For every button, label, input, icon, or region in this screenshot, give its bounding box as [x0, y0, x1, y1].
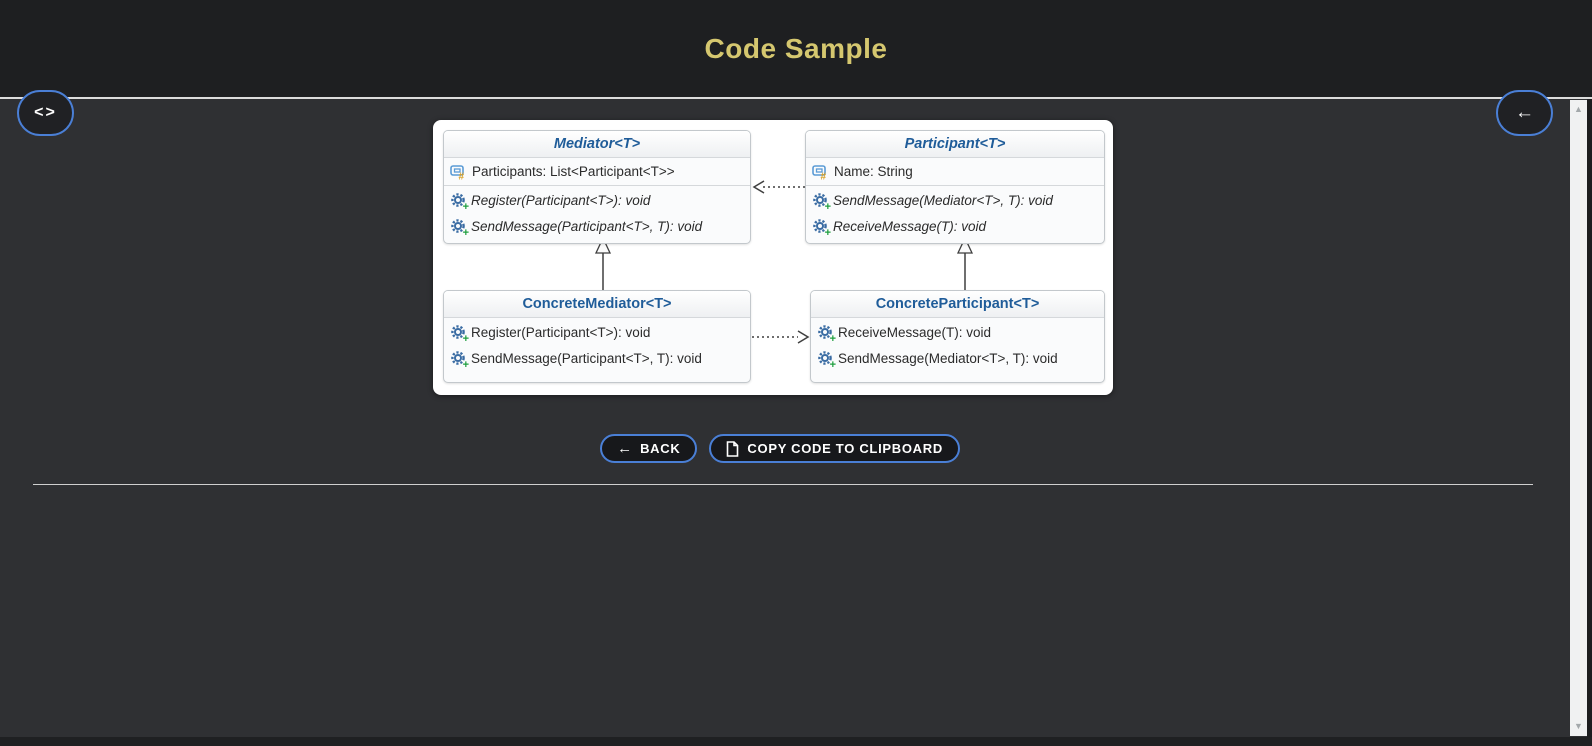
method-icon: + — [450, 218, 469, 239]
class-box-concrete-mediator: ConcreteMediator<T> + Register(Participa… — [443, 290, 751, 383]
arrow-left-icon: ← — [617, 440, 633, 457]
method-text: SendMessage(Mediator<T>, T): void — [833, 192, 1053, 208]
plus-badge-icon: + — [462, 201, 469, 213]
class-name: ConcreteParticipant<T> — [811, 291, 1104, 318]
property-icon: # — [450, 164, 465, 180]
property-row: # Name: String — [806, 158, 1104, 185]
property-text: Name: String — [834, 164, 913, 179]
divider — [33, 484, 1533, 485]
view-code-button[interactable]: <> — [17, 90, 74, 136]
plus-badge-icon: + — [824, 201, 831, 213]
property-text: Participants: List<Participant<T>> — [472, 164, 675, 179]
scroll-down-icon[interactable]: ▼ — [1574, 721, 1583, 731]
header: Code Sample — [0, 0, 1592, 99]
method-row: + SendMessage(Participant<T>, T): void — [444, 213, 750, 239]
property-row: # Participants: List<Participant<T>> — [444, 158, 750, 185]
method-text: ReceiveMessage(T): void — [838, 324, 992, 340]
copy-document-icon — [727, 440, 739, 457]
method-icon: + — [812, 218, 831, 239]
method-text: Register(Participant<T>): void — [471, 324, 651, 340]
code-icon: <> — [34, 104, 57, 121]
method-text: SendMessage(Mediator<T>, T): void — [838, 350, 1058, 366]
method-row: + SendMessage(Mediator<T>, T): void — [806, 187, 1104, 213]
class-name: Participant<T> — [806, 131, 1104, 158]
page-title: Code Sample — [704, 32, 888, 64]
method-text: Register(Participant<T>): void — [471, 192, 651, 208]
method-row: + SendMessage(Mediator<T>, T): void — [811, 345, 1104, 371]
plus-badge-icon: + — [829, 333, 836, 345]
plus-badge-icon: + — [462, 227, 469, 239]
svg-text:#: # — [459, 171, 465, 180]
method-icon: + — [450, 350, 469, 371]
inheritance-arrow-mediator — [594, 236, 612, 290]
action-bar: ← BACK COPY CODE TO CLIPBOARD — [0, 434, 1560, 463]
method-row: + ReceiveMessage(T): void — [811, 319, 1104, 345]
method-icon: + — [812, 192, 831, 213]
arrow-left-icon: ← — [1515, 102, 1534, 123]
method-text: SendMessage(Participant<T>, T): void — [471, 350, 702, 366]
window-right-edge — [1587, 0, 1592, 746]
method-text: ReceiveMessage(T): void — [833, 218, 987, 234]
method-icon: + — [450, 192, 469, 213]
copy-code-button[interactable]: COPY CODE TO CLIPBOARD — [709, 434, 960, 463]
vertical-scrollbar[interactable]: ▲ ▼ — [1570, 100, 1587, 736]
back-circle-button[interactable]: ← — [1496, 90, 1553, 136]
method-row: + ReceiveMessage(T): void — [806, 213, 1104, 239]
method-text: SendMessage(Participant<T>, T): void — [471, 218, 703, 234]
method-row: + Register(Participant<T>): void — [444, 319, 750, 345]
method-row: + Register(Participant<T>): void — [444, 187, 750, 213]
inheritance-arrow-participant — [956, 236, 974, 290]
class-name: ConcreteMediator<T> — [444, 291, 750, 318]
back-button-label: BACK — [640, 441, 681, 456]
plus-badge-icon: + — [824, 227, 831, 239]
class-box-mediator: Mediator<T> # Participants: List<Partici… — [443, 130, 751, 244]
class-name: Mediator<T> — [444, 131, 750, 158]
back-button[interactable]: ← BACK — [600, 434, 698, 463]
property-icon: # — [812, 164, 827, 180]
method-row: + SendMessage(Participant<T>, T): void — [444, 345, 750, 371]
plus-badge-icon: + — [462, 333, 469, 345]
method-icon: + — [450, 324, 469, 345]
dependency-arrow-participant-mediator — [752, 180, 805, 194]
dependency-arrow-concretemediator-concreteparticipant — [752, 330, 810, 344]
plus-badge-icon: + — [462, 359, 469, 371]
class-box-concrete-participant: ConcreteParticipant<T> + ReceiveMessage(… — [810, 290, 1105, 383]
svg-text:#: # — [821, 171, 827, 180]
class-box-participant: Participant<T> # Name: String + SendMess… — [805, 130, 1105, 244]
scroll-up-icon[interactable]: ▲ — [1574, 104, 1583, 114]
method-icon: + — [817, 324, 836, 345]
window-bottom-edge — [0, 737, 1592, 746]
copy-code-button-label: COPY CODE TO CLIPBOARD — [747, 441, 943, 456]
method-icon: + — [817, 350, 836, 371]
plus-badge-icon: + — [829, 359, 836, 371]
uml-diagram-card: Mediator<T> # Participants: List<Partici… — [433, 120, 1113, 395]
